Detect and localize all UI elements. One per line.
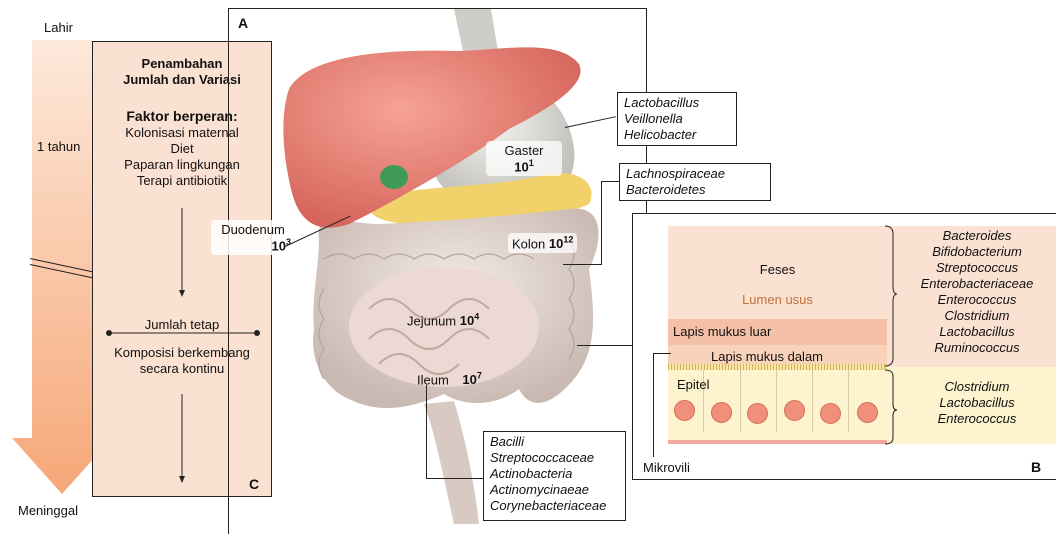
bacteria-name: Lactobacillus — [897, 324, 1056, 340]
jejunum-label: Jejunum 104 — [403, 310, 483, 330]
cell-nucleus — [747, 403, 768, 424]
ileum-bacteria-box: Bacilli Streptococcaceae Actinobacteria … — [483, 431, 626, 521]
feses-label: Feses — [668, 262, 887, 278]
organ-name: Jejunum — [407, 313, 456, 328]
bacteria-name: Streptococcaceae — [490, 450, 619, 466]
bacteria-name: Bacilli — [490, 434, 619, 450]
ileum-label: Ileum 107 — [413, 369, 486, 389]
count-exponent: 7 — [477, 371, 482, 381]
bacteria-name: Enterococcus — [897, 411, 1056, 427]
cell-nucleus — [784, 400, 805, 421]
bacteria-name: Lactobacillus — [624, 95, 730, 111]
gaster-label: Gaster 101 — [486, 141, 562, 176]
count-exponent: 4 — [474, 312, 479, 322]
inner-mucus-label: Lapis mukus dalam — [711, 349, 823, 365]
organ-count: 104 — [460, 313, 479, 328]
organ-name: Ileum — [417, 372, 449, 387]
cell-nucleus — [857, 402, 878, 423]
one-year-label: 1 tahun — [37, 139, 80, 155]
cell-nucleus — [674, 400, 695, 421]
bacteria-name: Bacteroidetes — [626, 182, 764, 198]
gaster-bacteria-box: Lactobacillus Veillonella Helicobacter — [617, 92, 737, 146]
bacteria-name: Corynebacteriaceae — [490, 498, 619, 514]
mikrovili-label: Mikrovili — [643, 460, 690, 476]
bacteria-name: Enterococcus — [897, 292, 1056, 308]
bacteria-name: Actinomycinaeae — [490, 482, 619, 498]
bacteria-name: Ruminococcus — [897, 340, 1056, 356]
birth-label: Lahir — [44, 20, 73, 36]
kolon-bacteria-box: Lachnospiraceae Bacteroidetes — [619, 163, 771, 201]
count-base: 10 — [514, 159, 528, 174]
organ-name: Gaster — [490, 143, 558, 158]
lumen-label: Lumen usus — [668, 292, 887, 308]
kolon-pointer-horizontal — [563, 264, 602, 265]
outer-mucus-label: Lapis mukus luar — [673, 324, 771, 340]
count-exponent: 12 — [563, 235, 573, 245]
kolon-pointer-vertical — [601, 181, 602, 264]
kolon-pointer-top — [601, 181, 619, 182]
bacteria-name: Helicobacter — [624, 127, 730, 143]
bacteria-name: Actinobacteria — [490, 466, 619, 482]
bacteria-name: Streptococcus — [897, 260, 1056, 276]
colon-to-panel-b-line — [577, 345, 632, 346]
duodenum-label: Duodenum 103 — [211, 220, 295, 255]
organ-count: 101 — [490, 158, 558, 174]
lumen-bacteria-list: Bacteroides Bifidobacterium Streptococcu… — [897, 228, 1056, 356]
bacteria-name: Clostridium — [897, 308, 1056, 324]
bacteria-name: Veillonella — [624, 111, 730, 127]
bacteria-name: Bacteroides — [897, 228, 1056, 244]
bacteria-name: Lachnospiraceae — [626, 166, 764, 182]
cell-nucleus — [820, 403, 841, 424]
panel-b: Feses Lumen usus Lapis mukus luar Lapis … — [632, 213, 1056, 480]
ileum-pointer-vertical — [426, 385, 427, 479]
panel-b-letter: B — [1031, 459, 1041, 475]
organ-name: Duodenum — [215, 222, 291, 237]
bacteria-name: Clostridium — [897, 379, 1056, 395]
kolon-label: Kolon 1012 — [508, 233, 577, 253]
count-base: 10 — [549, 236, 563, 251]
cell-nucleus — [711, 402, 732, 423]
organ-count: 103 — [215, 237, 291, 253]
organ-count: 107 — [462, 372, 481, 387]
organ-count: 1012 — [549, 236, 573, 251]
bacteria-name: Lactobacillus — [897, 395, 1056, 411]
epitel-label: Epitel — [677, 377, 710, 393]
organ-name: Kolon — [512, 236, 545, 251]
count-base: 10 — [460, 313, 474, 328]
mikrovili-pointer-horizontal — [653, 353, 671, 354]
bacteria-name: Enterobacteriaceae — [897, 276, 1056, 292]
ileum-pointer-horizontal — [426, 478, 483, 479]
epitel-bacteria-list: Clostridium Lactobacillus Enterococcus — [897, 379, 1056, 427]
count-exponent: 1 — [529, 158, 534, 168]
count-base: 10 — [462, 372, 476, 387]
death-label: Meninggal — [18, 503, 78, 519]
mikrovili-pointer-vertical — [653, 353, 654, 457]
bacteria-name: Bifidobacterium — [897, 244, 1056, 260]
